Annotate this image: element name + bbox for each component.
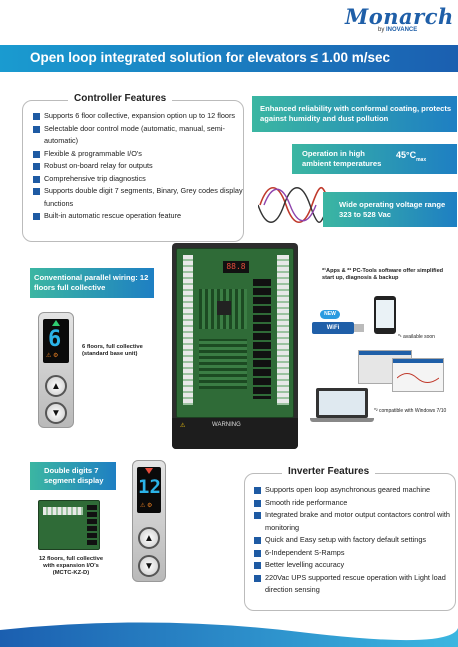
byline-company: INOVANCE (386, 27, 418, 33)
voltage-callout: Wide operating voltage range 323 to 528 … (323, 192, 457, 227)
temperature-value: 45°Cmax (396, 150, 426, 165)
banner-title: Open loop integrated solution for elevat… (30, 50, 390, 65)
car-operating-panel: 6 ⚠ ⚙ ▲ ▼ (38, 312, 74, 428)
drive-warning-label: WARNING (212, 422, 241, 428)
brand-logo: Monarch (345, 4, 454, 29)
smartphone-screen (376, 300, 394, 328)
down-arrow-icon[interactable]: ▼ (45, 402, 67, 424)
new-badge: NEW (320, 310, 340, 319)
reliability-text: Enhanced reliability with conformal coat… (260, 104, 452, 123)
right-terminal-strip (277, 255, 289, 405)
double-digit-display: 12 ⚠ ⚙ (137, 467, 161, 513)
double-digit-callout: Double digits 7 segment display (30, 462, 116, 490)
drive-display: 88.8 (223, 261, 249, 273)
smartphone-icon (374, 296, 396, 334)
warning-icon: ⚠ (180, 423, 186, 429)
usb-plug-icon (354, 324, 364, 332)
operation-text: Operation in high ambient temperatures (302, 149, 382, 168)
controller-feature: Selectable door control mode (automatic,… (33, 123, 245, 148)
apps-note-1: *¹ available soon (398, 334, 435, 340)
drive-pcb: 88.8 (176, 248, 294, 418)
expansion-board (38, 500, 100, 550)
inverter-feature: Quick and Easy setup with factory defaul… (254, 534, 454, 547)
drive-bottom-cover: WARNING ⚠ (172, 418, 298, 449)
laptop-base (310, 418, 374, 422)
byline-by: by (378, 27, 385, 33)
base-unit-label: 6 floors, full collective (standard base… (82, 344, 143, 357)
inverter-feature: Integrated brake and motor output contac… (254, 509, 454, 534)
floor-digit: 6 (48, 327, 62, 352)
title-banner: Open loop integrated solution for elevat… (0, 45, 458, 72)
voltage-wave-icon (258, 186, 326, 224)
expansion-label: 12 floors, full collective with expansio… (38, 556, 104, 576)
waveform-icon (397, 373, 439, 383)
laptop-icon (316, 388, 368, 418)
up-arrow-icon[interactable]: ▲ (45, 375, 67, 397)
controller-feature: Supports double digit 7 segments, Binary… (33, 185, 245, 210)
controller-feature: Robust on-board relay for outputs (33, 160, 245, 173)
processor-chip (217, 301, 231, 315)
inverter-features-title: Inverter Features (282, 466, 376, 477)
controller-features-list: Supports 6 floor collective, expansion o… (33, 110, 245, 223)
temperature-sub: max (416, 156, 427, 163)
up-indicator-icon (52, 320, 60, 326)
status-icons: ⚠ ⚙ (46, 353, 59, 359)
pc-tools-window-2 (392, 358, 444, 392)
wiring-callout: Conventional parallel wiring: 12 floors … (30, 268, 154, 298)
laptop-screen (319, 391, 365, 415)
controller-features-title: Controller Features (68, 93, 173, 104)
down-arrow-icon[interactable]: ▼ (138, 555, 160, 577)
inverter-feature: Supports open loop asynchronous geared m… (254, 484, 454, 497)
controller-feature: Flexible & programmable I/O's (33, 148, 245, 161)
expansion-terminals (43, 507, 83, 515)
double-digit-text: Double digits 7 segment display (44, 466, 104, 485)
brand-byline: by INOVANCE (378, 27, 417, 33)
voltage-text: Wide operating voltage range 323 to 528 … (339, 200, 446, 219)
expansion-relays (87, 505, 97, 547)
double-digit-value: 12 (138, 476, 161, 498)
apps-note-2: *² compatible with Windows 7/10 (374, 408, 447, 414)
status-icons: ⚠ ⚙ (140, 503, 153, 509)
relay-bank (253, 279, 271, 399)
down-indicator-icon (145, 468, 153, 474)
inverter-feature: 220Vac UPS supported rescue operation wi… (254, 572, 454, 597)
controller-feature: Comprehensive trip diagnostics (33, 173, 245, 186)
window-titlebar (359, 351, 411, 355)
wiring-text: Conventional parallel wiring: 12 floors … (34, 273, 149, 292)
inverter-feature: Better levelling accuracy (254, 559, 454, 572)
footer-wave (0, 622, 458, 647)
circuit-area-lower (199, 339, 247, 389)
window-titlebar (393, 359, 443, 363)
temperature-callout: Operation in high ambient temperatures 4… (292, 144, 457, 174)
inverter-feature: Smooth ride performance (254, 497, 454, 510)
left-terminal-strip (183, 255, 193, 405)
double-digit-panel: 12 ⚠ ⚙ ▲ ▼ (132, 460, 166, 582)
controller-feature: Supports 6 floor collective, expansion o… (33, 110, 245, 123)
apps-text: *¹Apps & *² PC-Tools software offer simp… (322, 268, 444, 281)
floor-display: 6 ⚠ ⚙ (43, 319, 69, 363)
inverter-feature: 6-Independent S-Ramps (254, 547, 454, 560)
reliability-callout: Enhanced reliability with conformal coat… (252, 96, 457, 132)
temperature-number: 45°C (396, 150, 417, 160)
wifi-dongle: WiFi (312, 322, 354, 334)
up-arrow-icon[interactable]: ▲ (138, 527, 160, 549)
inverter-features-list: Supports open loop asynchronous geared m… (254, 484, 454, 597)
controller-feature: Built-in automatic rescue operation feat… (33, 210, 245, 223)
